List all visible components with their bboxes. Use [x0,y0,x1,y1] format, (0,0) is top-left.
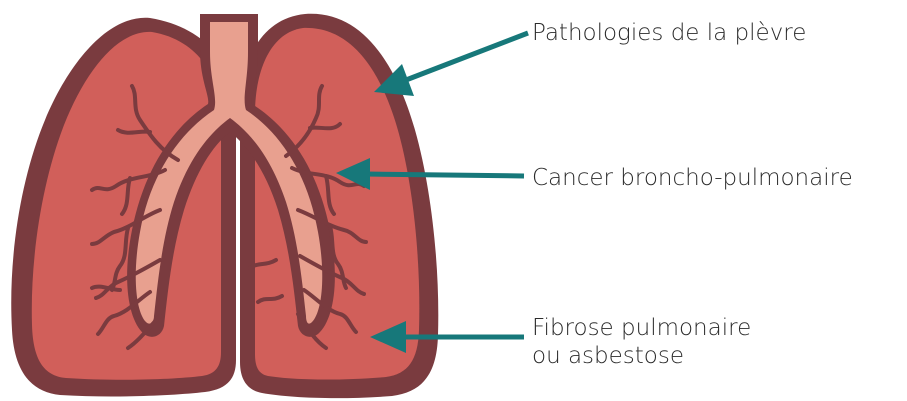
label-pathologies-plevre: Pathologies de la plèvre [532,19,806,47]
arrow-plevre-line [406,33,528,80]
label-fibrose-line2: ou asbestose [532,342,751,370]
arrow-cancer-line [366,174,524,176]
label-fibrose-line1: Fibrose pulmonaire [532,314,751,342]
label-cancer-broncho-pulmonaire: Cancer broncho-pulmonaire [532,164,853,192]
arrow-plevre [374,33,528,96]
arrow-cancer [336,158,524,190]
right-lung [240,14,438,398]
label-fibrose-pulmonaire: Fibrose pulmonaire ou asbestose [532,314,751,370]
